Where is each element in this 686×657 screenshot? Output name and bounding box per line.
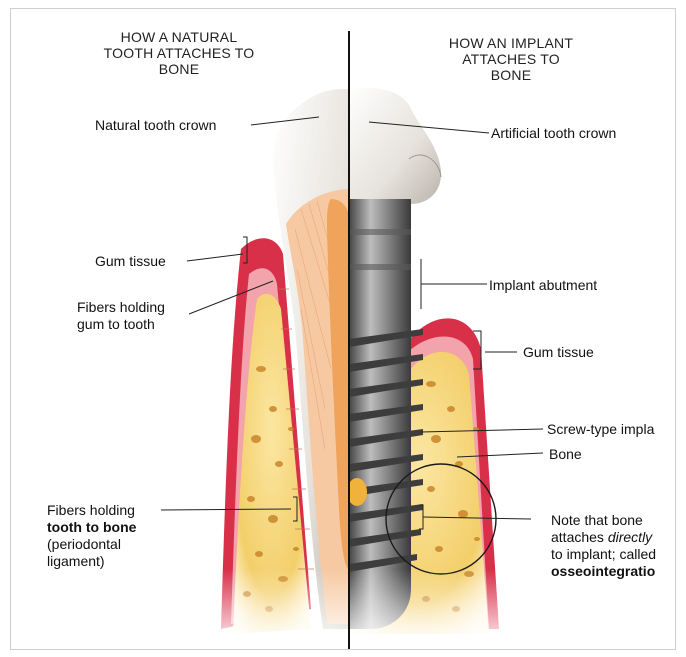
label-osseointegration-note: Note that bone attaches directly to impl… — [551, 512, 656, 580]
diagram-frame: HOW A NATURAL TOOTH ATTACHES TO BONE HOW… — [10, 8, 676, 650]
left-header-line-1: HOW A NATURAL — [99, 29, 259, 45]
label-gum-tissue-right: Gum tissue — [523, 344, 594, 361]
right-header-line-3: BONE — [441, 67, 581, 83]
label-artificial-tooth-crown: Artificial tooth crown — [491, 125, 616, 142]
label-natural-tooth-crown: Natural tooth crown — [95, 117, 216, 134]
label-fibers-bone: Fibers holding tooth to bone (periodonta… — [47, 502, 136, 570]
right-header: HOW AN IMPLANT ATTACHES TO BONE — [441, 35, 581, 83]
note-line-1: Note that bone — [551, 512, 656, 529]
right-header-line-2: ATTACHES TO — [441, 51, 581, 67]
label-fibers-bone-line-2: tooth to bone — [47, 519, 136, 536]
label-screw-type-implant: Screw-type impla — [547, 421, 654, 438]
label-fibers-bone-line-4: ligament) — [47, 553, 136, 570]
note-line-2: attaches directly — [551, 529, 656, 546]
label-bone: Bone — [549, 446, 582, 463]
artificial-crown — [349, 88, 441, 204]
label-gum-tissue-left: Gum tissue — [95, 253, 166, 270]
right-header-line-1: HOW AN IMPLANT — [441, 35, 581, 51]
implant-abutment — [349, 199, 411, 319]
label-implant-abutment: Implant abutment — [489, 277, 597, 294]
note-line-2-emphasis: directly — [608, 529, 652, 545]
left-header-line-2: TOOTH ATTACHES TO — [99, 45, 259, 61]
label-fibers-gum-line-2: gum to tooth — [77, 316, 165, 333]
label-fibers-gum-line-1: Fibers holding — [77, 299, 165, 316]
label-fibers-bone-line-3: (periodontal — [47, 536, 136, 553]
label-fibers-gum: Fibers holding gum to tooth — [77, 299, 165, 333]
note-line-4: osseointegratio — [551, 563, 656, 580]
note-line-2-text: attaches — [551, 529, 608, 545]
note-line-3: to implant; called — [551, 546, 656, 563]
left-header: HOW A NATURAL TOOTH ATTACHES TO BONE — [99, 29, 259, 77]
left-header-line-3: BONE — [99, 61, 259, 77]
label-fibers-bone-line-1: Fibers holding — [47, 502, 136, 519]
